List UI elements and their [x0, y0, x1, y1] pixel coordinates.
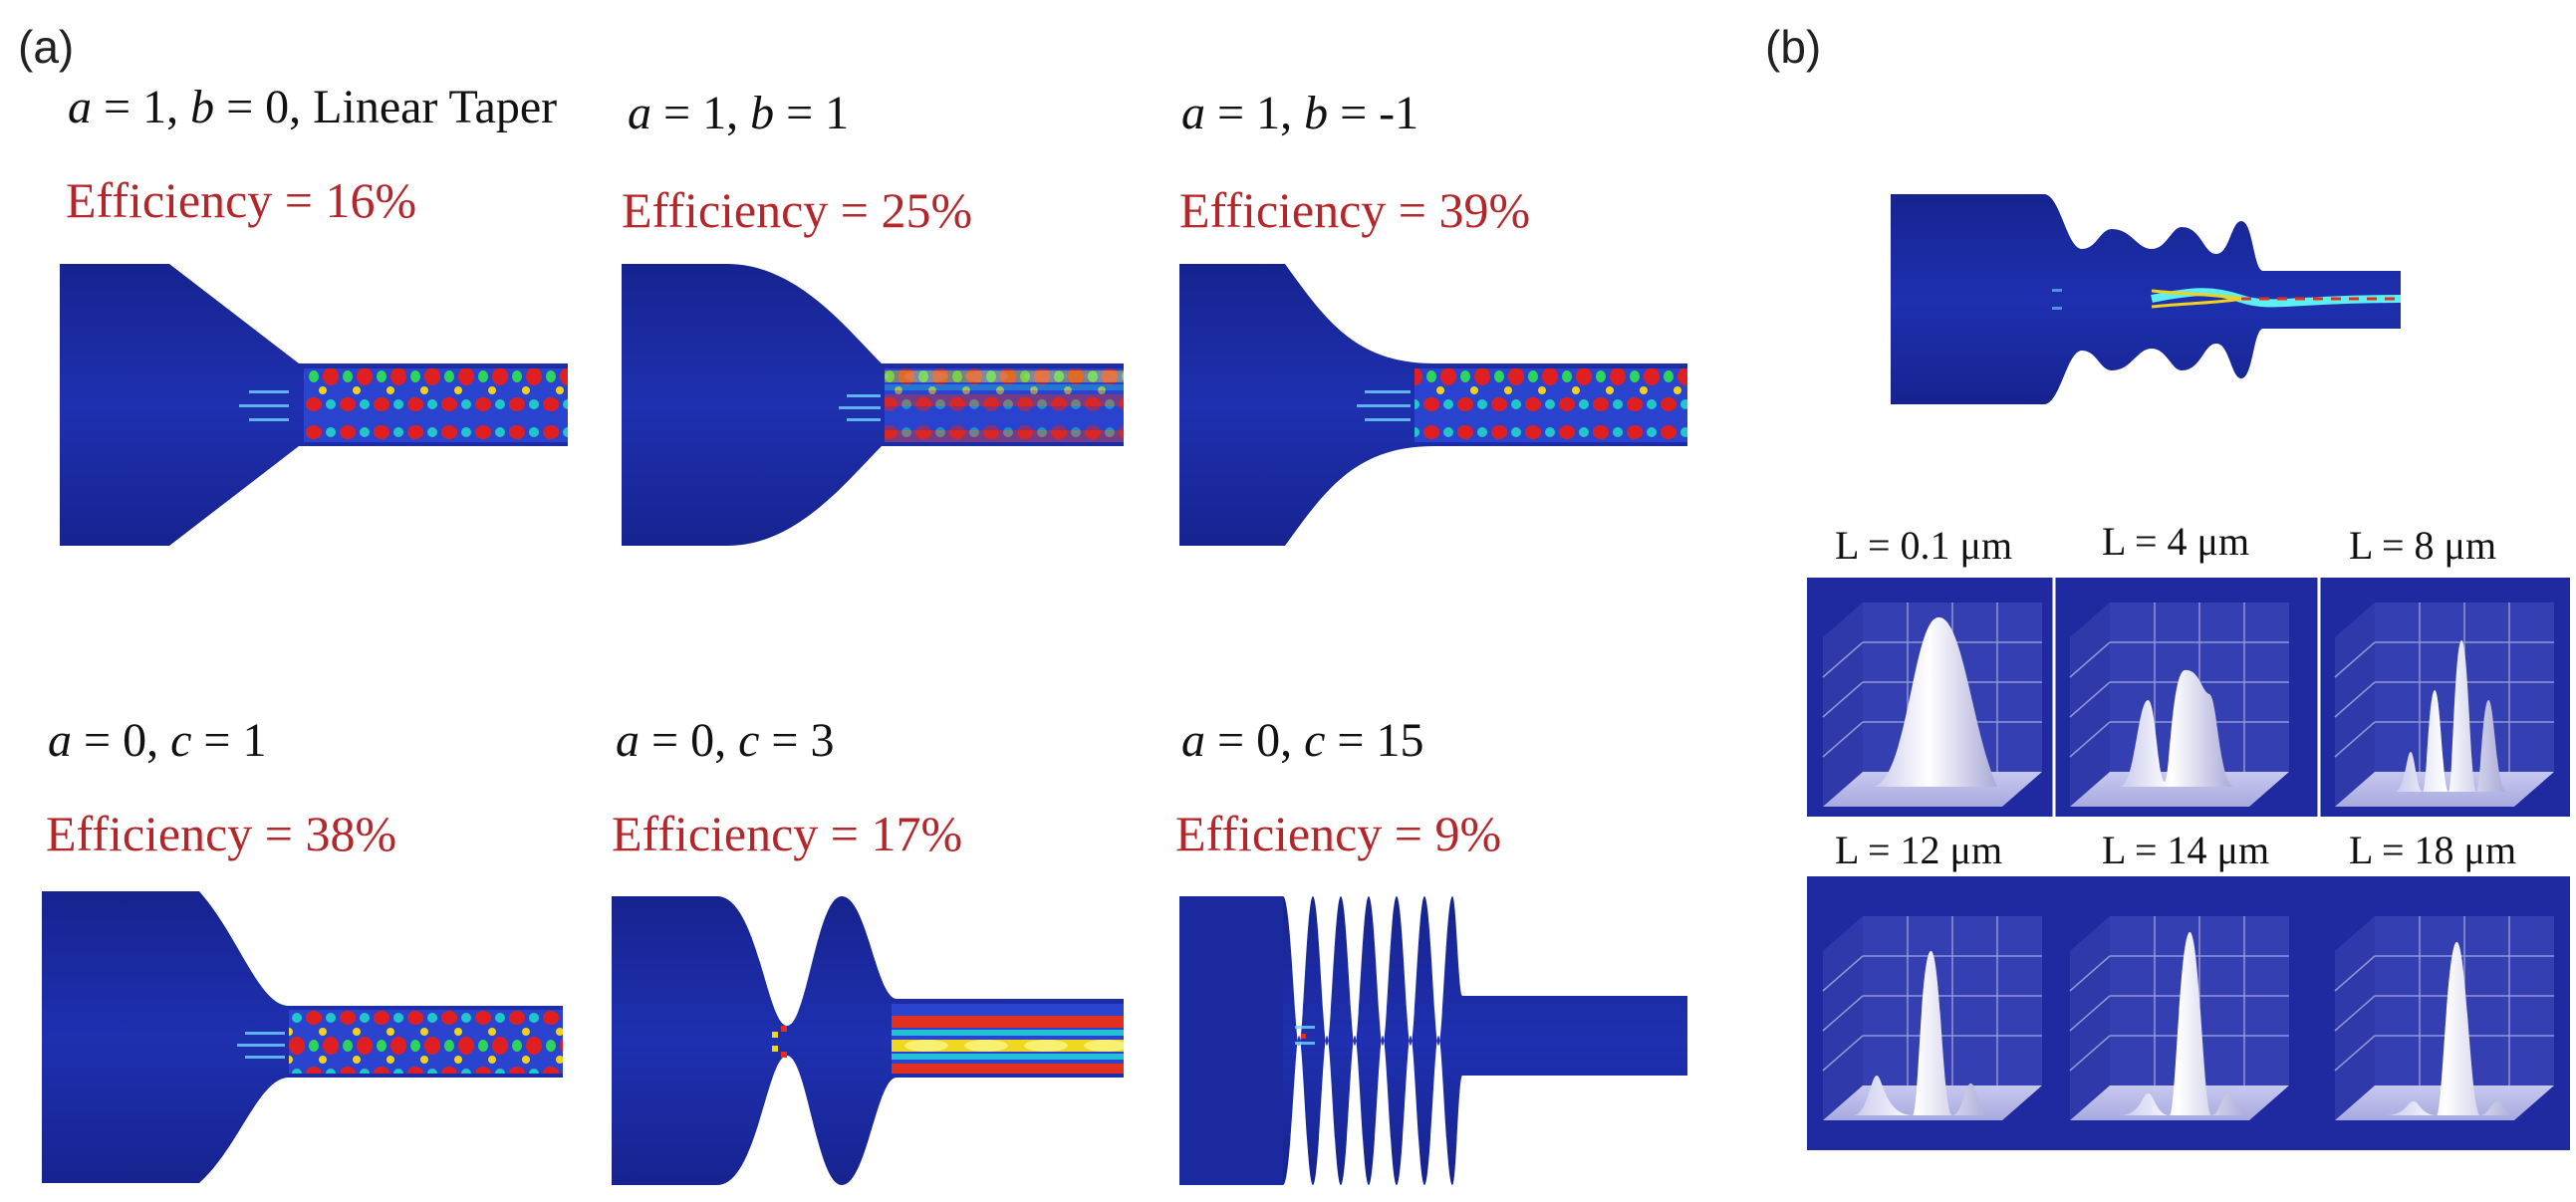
mode-plot-4 — [1822, 915, 2043, 1121]
panel-a-label: (a) — [18, 21, 75, 73]
mode-plot-1 — [1822, 601, 2043, 808]
case-6-efficiency: Efficiency = 9% — [1175, 806, 1502, 861]
mode-plot-3 — [2334, 601, 2555, 808]
mode-plot-6 — [2334, 915, 2555, 1121]
case-6-caption: a = 0, c = 15 — [1181, 714, 1424, 767]
taper-case-1 — [60, 264, 568, 546]
case-4-caption: a = 0, c = 1 — [48, 714, 267, 767]
mode-label-6: L = 18 μm — [2349, 828, 2517, 872]
mode-label-3: L = 8 μm — [2349, 523, 2497, 568]
mode-label-2: L = 4 μm — [2102, 519, 2250, 564]
taper-case-4 — [42, 891, 563, 1183]
mode-label-1: L = 0.1 μm — [1835, 523, 2013, 568]
taper-case-5 — [612, 896, 1124, 1185]
case-2-caption: a = 1, b = 1 — [628, 87, 850, 139]
panel-b-label: (b) — [1765, 21, 1822, 73]
taper-case-2 — [622, 264, 1124, 546]
mode-label-4: L = 12 μm — [1835, 828, 2003, 872]
case-3-efficiency: Efficiency = 39% — [1179, 182, 1531, 238]
mode-label-5: L = 14 μm — [2102, 828, 2270, 872]
case-1-caption: a = 1, b = 0, Linear Taper — [68, 81, 558, 133]
sinusoidal-taper — [1891, 194, 2402, 404]
taper-case-6 — [1179, 896, 1687, 1185]
case-1-efficiency: Efficiency = 16% — [66, 172, 417, 228]
case-5-efficiency: Efficiency = 17% — [612, 806, 963, 861]
case-5-caption: a = 0, c = 3 — [616, 714, 835, 767]
case-3-caption: a = 1, b = -1 — [1181, 87, 1419, 139]
case-2-efficiency: Efficiency = 25% — [622, 182, 973, 238]
mode-plot-2 — [2069, 601, 2290, 808]
mode-plot-5 — [2069, 915, 2290, 1121]
case-4-efficiency: Efficiency = 38% — [46, 806, 397, 861]
taper-case-3 — [1179, 264, 1687, 546]
